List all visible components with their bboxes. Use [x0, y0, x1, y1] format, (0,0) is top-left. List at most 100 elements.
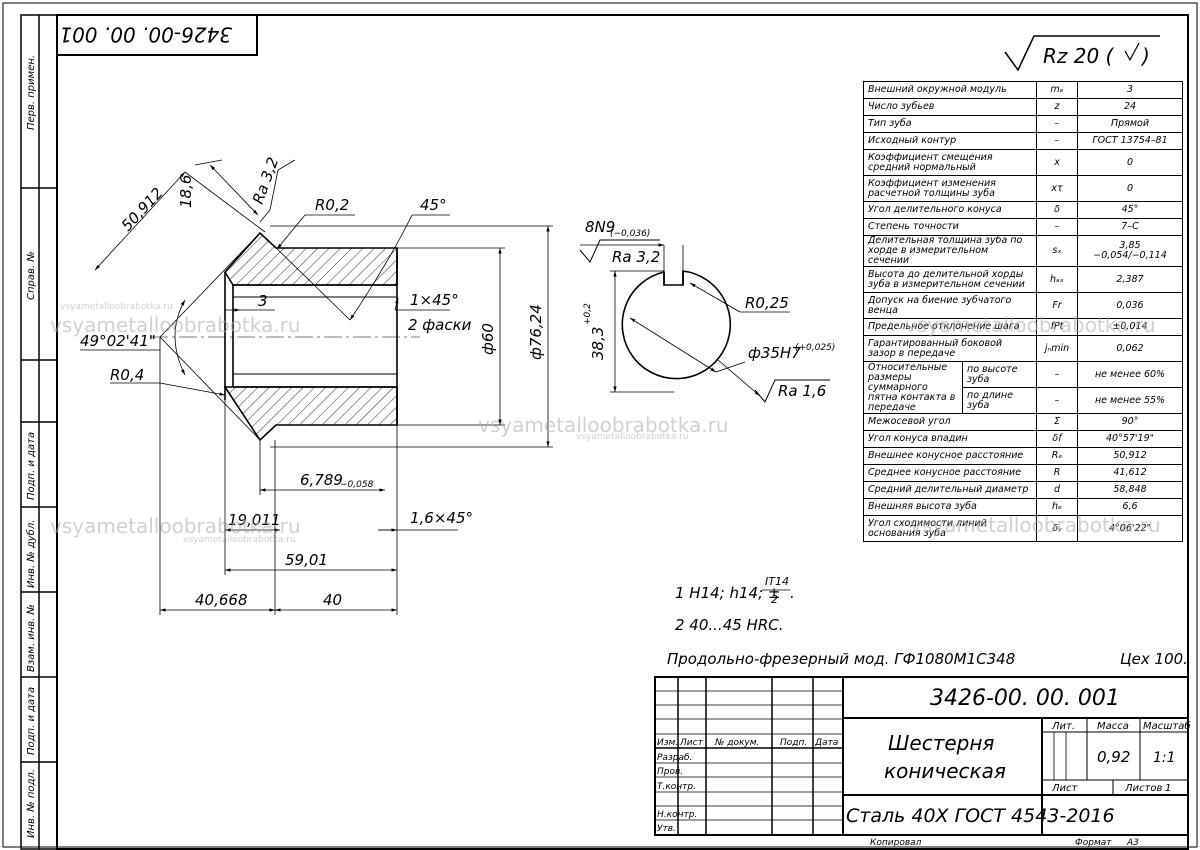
- param-value: ГОСТ 13754–81: [1077, 132, 1183, 150]
- title-block-texts: 3426-00. 00. 001 Шестерня коническая Ста…: [657, 686, 1191, 848]
- param-name: Коэффициент изменения расчетной толщины …: [863, 175, 1037, 202]
- param-name: Высота до делительной хорды зуба в измер…: [863, 266, 1037, 293]
- top-stamp-text: 3426-00. 00. 001: [59, 23, 232, 47]
- svg-text:Н.контр.: Н.контр.: [657, 810, 697, 820]
- param-symbol: δ: [1036, 201, 1078, 219]
- svg-text:1 H14; h14; ±: 1 H14; h14; ±: [675, 584, 780, 602]
- param-name: Внешнее конусное расстояние: [863, 447, 1037, 465]
- param-symbol: –: [1036, 361, 1078, 388]
- param-value: 2,387: [1077, 266, 1183, 293]
- title-block-lines: [654, 676, 1189, 836]
- param-name: Степень точности: [863, 218, 1037, 236]
- param-row: Коэффициент изменения расчетной толщины …: [863, 175, 1183, 202]
- svg-text:ф76,24: ф76,24: [527, 304, 545, 360]
- svg-text:−0,058: −0,058: [340, 480, 374, 490]
- svg-text:Дата: Дата: [814, 738, 838, 748]
- svg-text:Масса: Масса: [1097, 721, 1129, 732]
- svg-text:2 40...45 HRC.: 2 40...45 HRC.: [675, 616, 784, 634]
- svg-text:Копировал: Копировал: [870, 838, 922, 848]
- param-value: 4°06'22": [1077, 515, 1183, 542]
- svg-text:1×45°: 1×45°: [410, 291, 459, 309]
- param-name: Внешний окружной модуль: [863, 81, 1037, 99]
- param-value: 40°57'19": [1077, 430, 1183, 448]
- param-row: Степень точности–7–С: [863, 218, 1183, 236]
- param-symbol: x: [1036, 149, 1078, 176]
- svg-text:3426-00. 00. 001: 3426-00. 00. 001: [930, 686, 1120, 711]
- param-symbol: –: [1036, 115, 1078, 133]
- param-symbol: –: [1036, 218, 1078, 236]
- param-symbol: jₙmin: [1036, 335, 1078, 362]
- svg-text:Шестерня: Шестерня: [888, 731, 994, 755]
- side-label-vzam: Взам. инв. №: [26, 604, 37, 672]
- param-symbol: hₑ: [1036, 498, 1078, 516]
- param-name: Среднее конусное расстояние: [863, 464, 1037, 482]
- svg-text:Сталь 40Х ГОСТ 4543-2016: Сталь 40Х ГОСТ 4543-2016: [846, 805, 1115, 827]
- param-subname: по длине зуба: [962, 387, 1037, 414]
- svg-text:Ra 3,2: Ra 3,2: [249, 155, 282, 206]
- param-name: Тип зуба: [863, 115, 1037, 133]
- svg-text:+0,2: +0,2: [583, 303, 593, 325]
- svg-text:Подп.: Подп.: [780, 738, 807, 748]
- svg-text:1,6×45°: 1,6×45°: [410, 509, 473, 527]
- side-strip: [20, 14, 58, 850]
- param-symbol: –: [1036, 132, 1078, 150]
- param-name: Гарантированный боковой зазор в передаче: [863, 335, 1037, 362]
- param-name: Делительная толщина зуба по хорде в изме…: [863, 235, 1037, 267]
- svg-text:Продольно-фрезерный мод. ГФ108: Продольно-фрезерный мод. ГФ1080М1С348: [667, 650, 1015, 668]
- param-value: 50,912: [1077, 447, 1183, 465]
- svg-text:Изм.: Изм.: [657, 738, 678, 748]
- param-value: 41,612: [1077, 464, 1183, 482]
- svg-text:38,3: 38,3: [589, 327, 607, 360]
- svg-text:Цех 100.: Цех 100.: [1120, 650, 1188, 668]
- param-value: 3,85 −0,054/−0,114: [1077, 235, 1183, 267]
- param-value: 3: [1077, 81, 1183, 99]
- svg-text:Лит.: Лит.: [1051, 721, 1075, 732]
- side-label-inv-podl: Инв. № подл.: [26, 769, 37, 838]
- svg-text:Листов: Листов: [1124, 783, 1162, 794]
- side-label-perv: Перв. примен.: [26, 54, 37, 130]
- param-name: Угол конуса впадин: [863, 430, 1037, 448]
- param-value: ±0,014: [1077, 318, 1183, 336]
- svg-text:8N9: 8N9: [585, 218, 615, 236]
- svg-text:40: 40: [323, 591, 342, 609]
- svg-text:6,789: 6,789: [300, 471, 343, 489]
- param-name: Коэффициент смещения средний нормальный: [863, 149, 1037, 176]
- svg-text:2 фаски: 2 фаски: [408, 316, 472, 334]
- side-label-sprav: Справ. №: [26, 251, 37, 300]
- svg-text:Пров.: Пров.: [657, 767, 683, 777]
- param-symbol: hₐₓ: [1036, 266, 1078, 293]
- svg-text:Ra 3,2: Ra 3,2: [612, 248, 660, 266]
- technical-notes: 1 H14; h14; ± IT14 2 . 2 40...45 HRC. Пр…: [667, 575, 1188, 668]
- svg-text:(+0,025): (+0,025): [795, 343, 835, 353]
- svg-text:.: .: [790, 584, 795, 602]
- svg-text:2: 2: [771, 593, 778, 606]
- svg-text:0,92: 0,92: [1097, 748, 1130, 766]
- param-value: 0,036: [1077, 292, 1183, 319]
- svg-text:Лист: Лист: [679, 738, 704, 748]
- svg-text:18,6: 18,6: [177, 175, 195, 208]
- svg-text:ф60: ф60: [479, 323, 497, 355]
- svg-text:А3: А3: [1126, 838, 1139, 848]
- side-label-podp2: Подп. и дата: [26, 686, 37, 755]
- param-value: не менее 60%: [1077, 361, 1183, 388]
- param-value: не менее 55%: [1077, 387, 1183, 414]
- top-stamp-box: [56, 14, 258, 56]
- param-row: Относительные размеры суммарного пятна к…: [863, 361, 1183, 414]
- svg-text:1: 1: [1165, 783, 1171, 794]
- param-name: Средний делительный диаметр: [863, 481, 1037, 499]
- svg-text:Масштаб: Масштаб: [1143, 720, 1191, 732]
- svg-text:49°02'41": 49°02'41": [80, 332, 156, 350]
- param-name: Относительные размеры суммарного пятна к…: [863, 361, 963, 414]
- svg-text:ф35H7: ф35H7: [748, 344, 801, 362]
- param-name: Допуск на биение зубчатого венца: [863, 292, 1037, 319]
- param-symbol: R: [1036, 464, 1078, 482]
- svg-text:R0,25: R0,25: [745, 294, 789, 312]
- param-name: Исходный контур: [863, 132, 1037, 150]
- param-row: Гарантированный боковой зазор в передаче…: [863, 335, 1183, 362]
